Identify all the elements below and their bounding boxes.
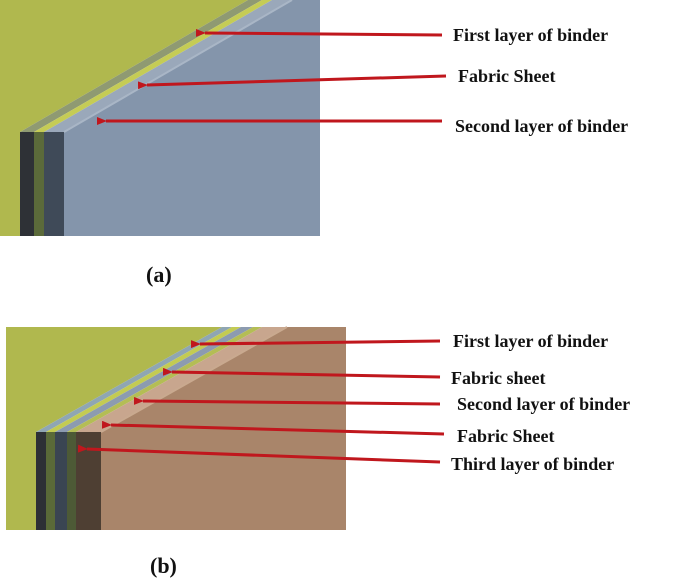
panel-a-edge-fabric <box>34 132 44 236</box>
callout-arrows <box>77 28 447 464</box>
panel-b-edge-fabric-1 <box>46 432 55 530</box>
panel-b-top-binder-2 <box>55 327 253 432</box>
panel-b-arrow-second-binder <box>133 396 441 406</box>
panel-b-top-binder-3 <box>76 327 287 432</box>
panel-b-label-third-binder: Third layer of binder <box>451 454 615 474</box>
panel-b-top-fabric-1 <box>46 327 241 432</box>
panel-b-edge-fabric-2 <box>67 432 76 530</box>
panel-b-arrow-fabric-sheet-1 <box>162 367 441 379</box>
panel-a-caption: (a) <box>146 262 172 287</box>
panel-a-back-face <box>0 0 248 236</box>
panel-a-arrow-first-binder <box>195 28 443 37</box>
panel-a-label-first-binder: First layer of binder <box>453 25 609 45</box>
panel-b-edge-binder-2 <box>55 432 67 530</box>
panel-b-back-face <box>6 327 222 530</box>
panel-b-arrow-third-binder <box>77 444 441 464</box>
panel-a-edge-binder-1 <box>20 132 34 236</box>
panel-b-arrow-fabric-sheet-2 <box>101 420 445 436</box>
panel-a-label-fabric-sheet: Fabric Sheet <box>458 66 556 86</box>
panel-a-label-second-binder: Second layer of binder <box>455 116 629 136</box>
panel-b-edge-binder-3 <box>76 432 101 530</box>
panel-b-top-fabric-2 <box>67 327 262 432</box>
panel-b-label-fabric-sheet-1: Fabric sheet <box>451 368 546 388</box>
panel-a-edge-binder-2 <box>44 132 64 236</box>
panel-b-caption: (b) <box>150 553 177 578</box>
panel-a-arrow-fabric-sheet <box>137 74 447 90</box>
panel-b-arrow-first-binder <box>190 339 441 349</box>
panel-a-front-face <box>64 0 320 236</box>
panel-b-label-fabric-sheet-2: Fabric Sheet <box>457 426 555 446</box>
panel-b-label-second-binder: Second layer of binder <box>457 394 631 414</box>
panel-a-render <box>0 0 320 236</box>
panel-b-edge-binder-1 <box>36 432 46 530</box>
panel-b-label-first-binder: First layer of binder <box>453 331 609 351</box>
panel-b-top-binder-1 <box>36 327 232 432</box>
